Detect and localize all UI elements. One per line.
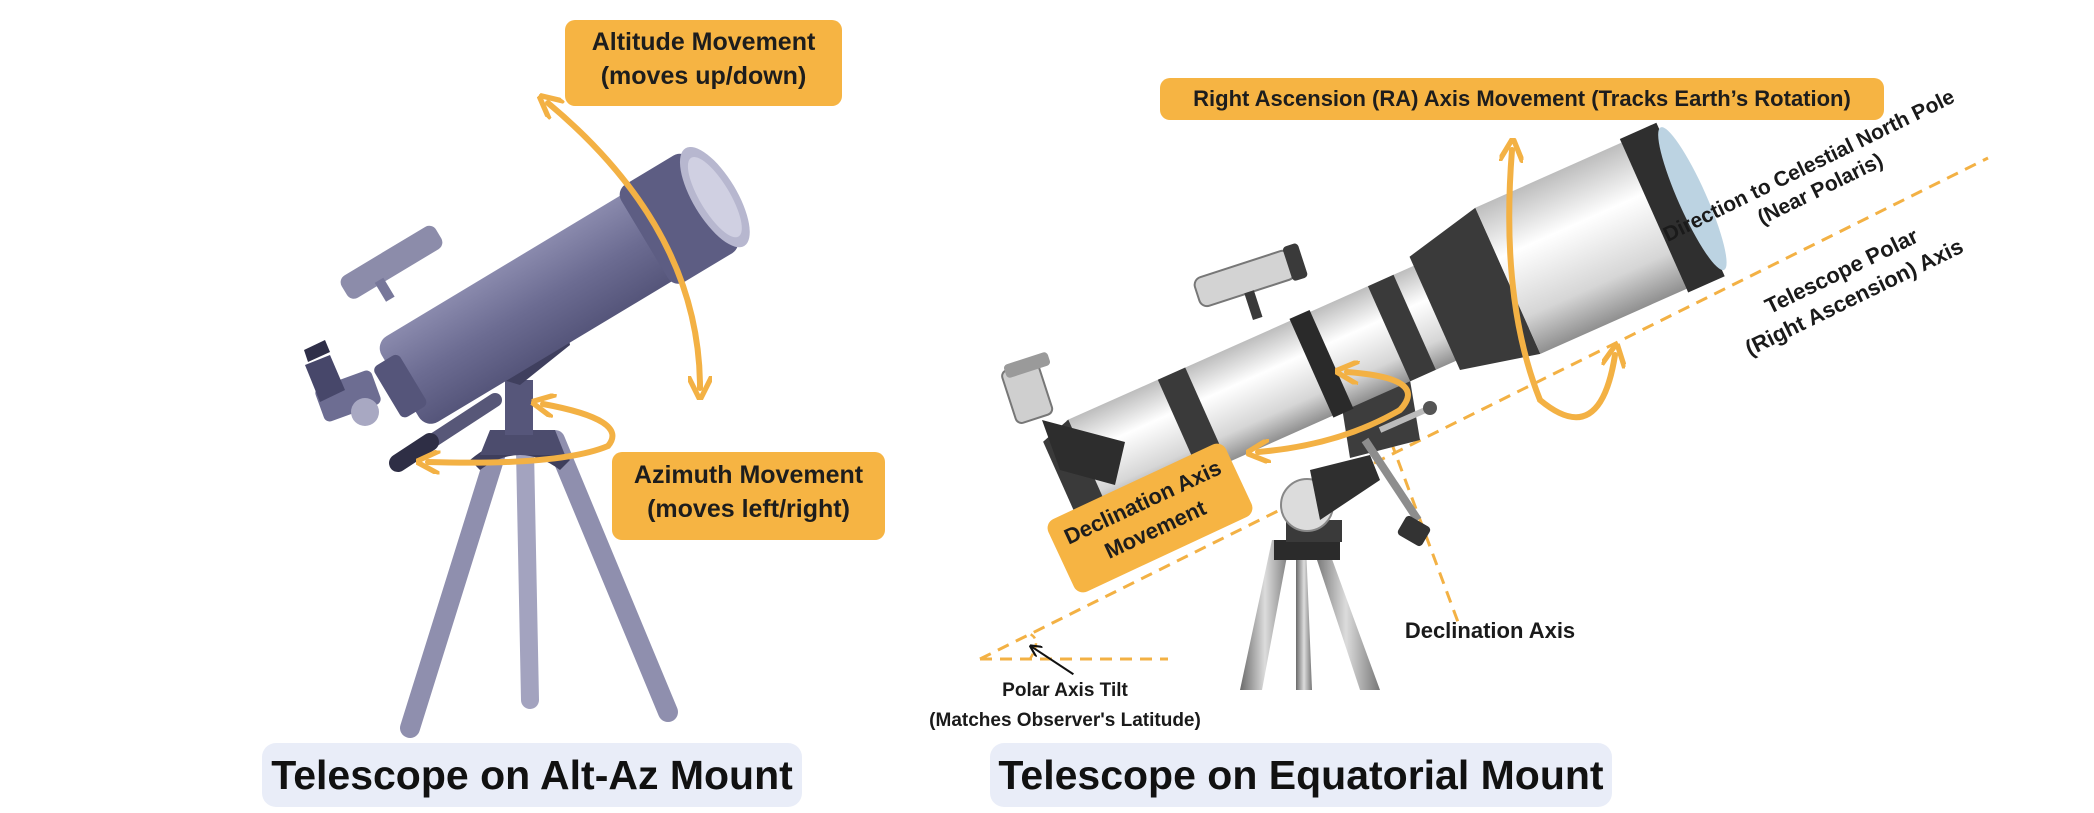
altitude-label-line2: (moves up/down) (600, 61, 807, 90)
ra-arrow (1509, 150, 1615, 421)
eq-tripod (1240, 520, 1380, 690)
polar-tilt-line1: Polar Axis Tilt (1002, 680, 1128, 701)
azimuth-arrow (428, 404, 616, 463)
polar-tilt-label: Polar Axis Tilt (Matches Observer's Lati… (900, 676, 1230, 737)
ra-movement-label: Right Ascension (RA) Axis Movement (Trac… (1160, 78, 1884, 120)
azimuth-label-line2: (moves left/right) (647, 494, 850, 523)
azimuth-movement-label: Azimuth Movement (moves left/right) (612, 452, 885, 540)
altaz-telescope (304, 146, 750, 738)
tilt-pointer (1030, 647, 1074, 676)
altitude-movement-label: Altitude Movement (moves up/down) (565, 20, 842, 106)
altaz-title: Telescope on Alt-Az Mount (262, 743, 802, 807)
azimuth-label-line1: Azimuth Movement (633, 461, 864, 489)
eq-diagonal (1001, 352, 1125, 485)
equatorial-title: Telescope on Equatorial Mount (990, 743, 1612, 807)
altaz-eyepiece (304, 340, 381, 426)
eq-mount (1280, 380, 1437, 547)
declination-arrow (1258, 372, 1411, 452)
polar-tilt-line2: (Matches Observer's Latitude) (929, 710, 1201, 732)
eq-finder-scope (1193, 243, 1308, 320)
altaz-mount-post (505, 380, 533, 435)
altitude-label-line1: Altitude Movement (591, 28, 816, 56)
polar-axis-line (979, 156, 1989, 661)
altaz-tube (374, 146, 750, 424)
altaz-finder-scope (340, 225, 443, 302)
altitude-arrow (548, 103, 700, 388)
declination-axis-label: Declination Axis (1404, 618, 1576, 643)
